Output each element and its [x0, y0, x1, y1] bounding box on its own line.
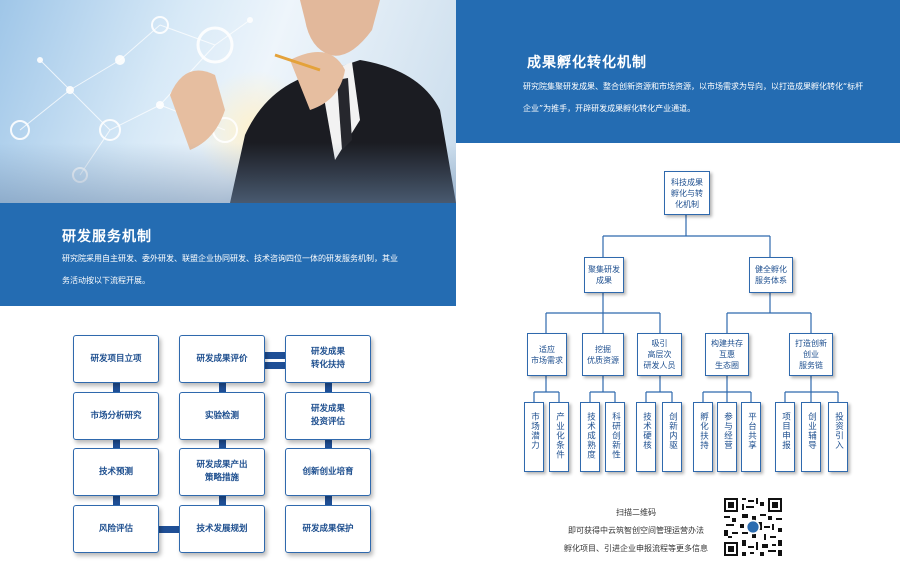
- org-level2-node: 适应 市场需求: [527, 333, 567, 376]
- connector: [219, 383, 226, 394]
- connector: [325, 440, 332, 450]
- qr-caption-line1: 扫描二维码: [616, 508, 656, 517]
- rd-text-line2: 务活动按以下流程开展。: [62, 276, 150, 285]
- rd-panel: [0, 203, 456, 306]
- city-skyline: [0, 143, 456, 203]
- process-step: 技术预测: [73, 448, 159, 496]
- rd-title: 研发服务机制: [62, 229, 152, 245]
- process-step: 研发成果评价: [179, 335, 265, 383]
- process-step: 技术发展规划: [179, 505, 265, 553]
- org-leaf-node: 技术硬核: [636, 402, 656, 472]
- org-leaf-node: 创新内驱: [662, 402, 682, 472]
- org-leaf-node: 项目申报: [775, 402, 795, 472]
- org-leaf-node: 平台共享: [741, 402, 761, 472]
- process-step: 研发成果产出 策略措施: [179, 448, 265, 496]
- org-leaf-node: 产业化条件: [549, 402, 569, 472]
- connector: [158, 526, 180, 533]
- connector: [219, 440, 226, 450]
- connector: [264, 352, 286, 359]
- org-root-node: 科技成果 孵化与转 化机制: [664, 171, 710, 215]
- process-step: 研发成果 投资评估: [285, 392, 371, 440]
- connector: [113, 440, 120, 450]
- hero-photo: [0, 0, 456, 203]
- org-leaf-node: 市场潜力: [524, 402, 544, 472]
- connector: [219, 496, 226, 506]
- process-step: 实验检测: [179, 392, 265, 440]
- process-step: 创新创业培育: [285, 448, 371, 496]
- qr-caption-line2: 即可获得中云筑智创空间管理运营办法: [568, 526, 704, 535]
- incubation-text-line2: 企业”为推手，开辟研发成果孵化转化产业通道。: [523, 104, 696, 113]
- connector: [264, 362, 286, 369]
- rd-text-line1: 研究院采用自主研发、委外研发、联盟企业协同研发、技术咨询四位一体的研发服务机制，…: [62, 254, 398, 263]
- org-level2-node: 构建共存 互惠 生态圈: [705, 333, 749, 376]
- incubation-text-line1: 研究院集聚研发成果、整合创新资源和市场资源，以市场需求为导向，以打造成果孵化转化…: [523, 82, 864, 91]
- process-step: 研发项目立项: [73, 335, 159, 383]
- org-level1-node: 聚集研发 成果: [584, 257, 624, 293]
- qr-code-icon: [724, 498, 782, 556]
- process-step: 市场分析研究: [73, 392, 159, 440]
- org-level2-node: 吸引 高层次 研发人员: [637, 333, 682, 376]
- connector: [325, 383, 332, 394]
- org-leaf-node: 技术成熟度: [580, 402, 600, 472]
- connector: [113, 383, 120, 394]
- process-step: 研发成果 转化扶持: [285, 335, 371, 383]
- incubation-title: 成果孵化转化机制: [527, 55, 647, 71]
- incubation-panel: [456, 0, 900, 143]
- qr-caption-line3: 孵化项目、引进企业申报流程等更多信息: [564, 544, 708, 553]
- org-leaf-node: 孵化扶持: [693, 402, 713, 472]
- process-step: 风险评估: [73, 505, 159, 553]
- org-leaf-node: 科研创新性: [605, 402, 625, 472]
- connector: [113, 496, 120, 506]
- org-level2-node: 挖掘 优质资源: [582, 333, 624, 376]
- org-leaf-node: 创业辅导: [801, 402, 821, 472]
- connector: [325, 496, 332, 506]
- process-step: 研发成果保护: [285, 505, 371, 553]
- org-leaf-node: 参与经营: [717, 402, 737, 472]
- org-leaf-node: 投资引入: [828, 402, 848, 472]
- org-level1-node: 健全孵化 服务体系: [749, 257, 793, 293]
- org-level2-node: 打造创新 创业 服务链: [789, 333, 833, 376]
